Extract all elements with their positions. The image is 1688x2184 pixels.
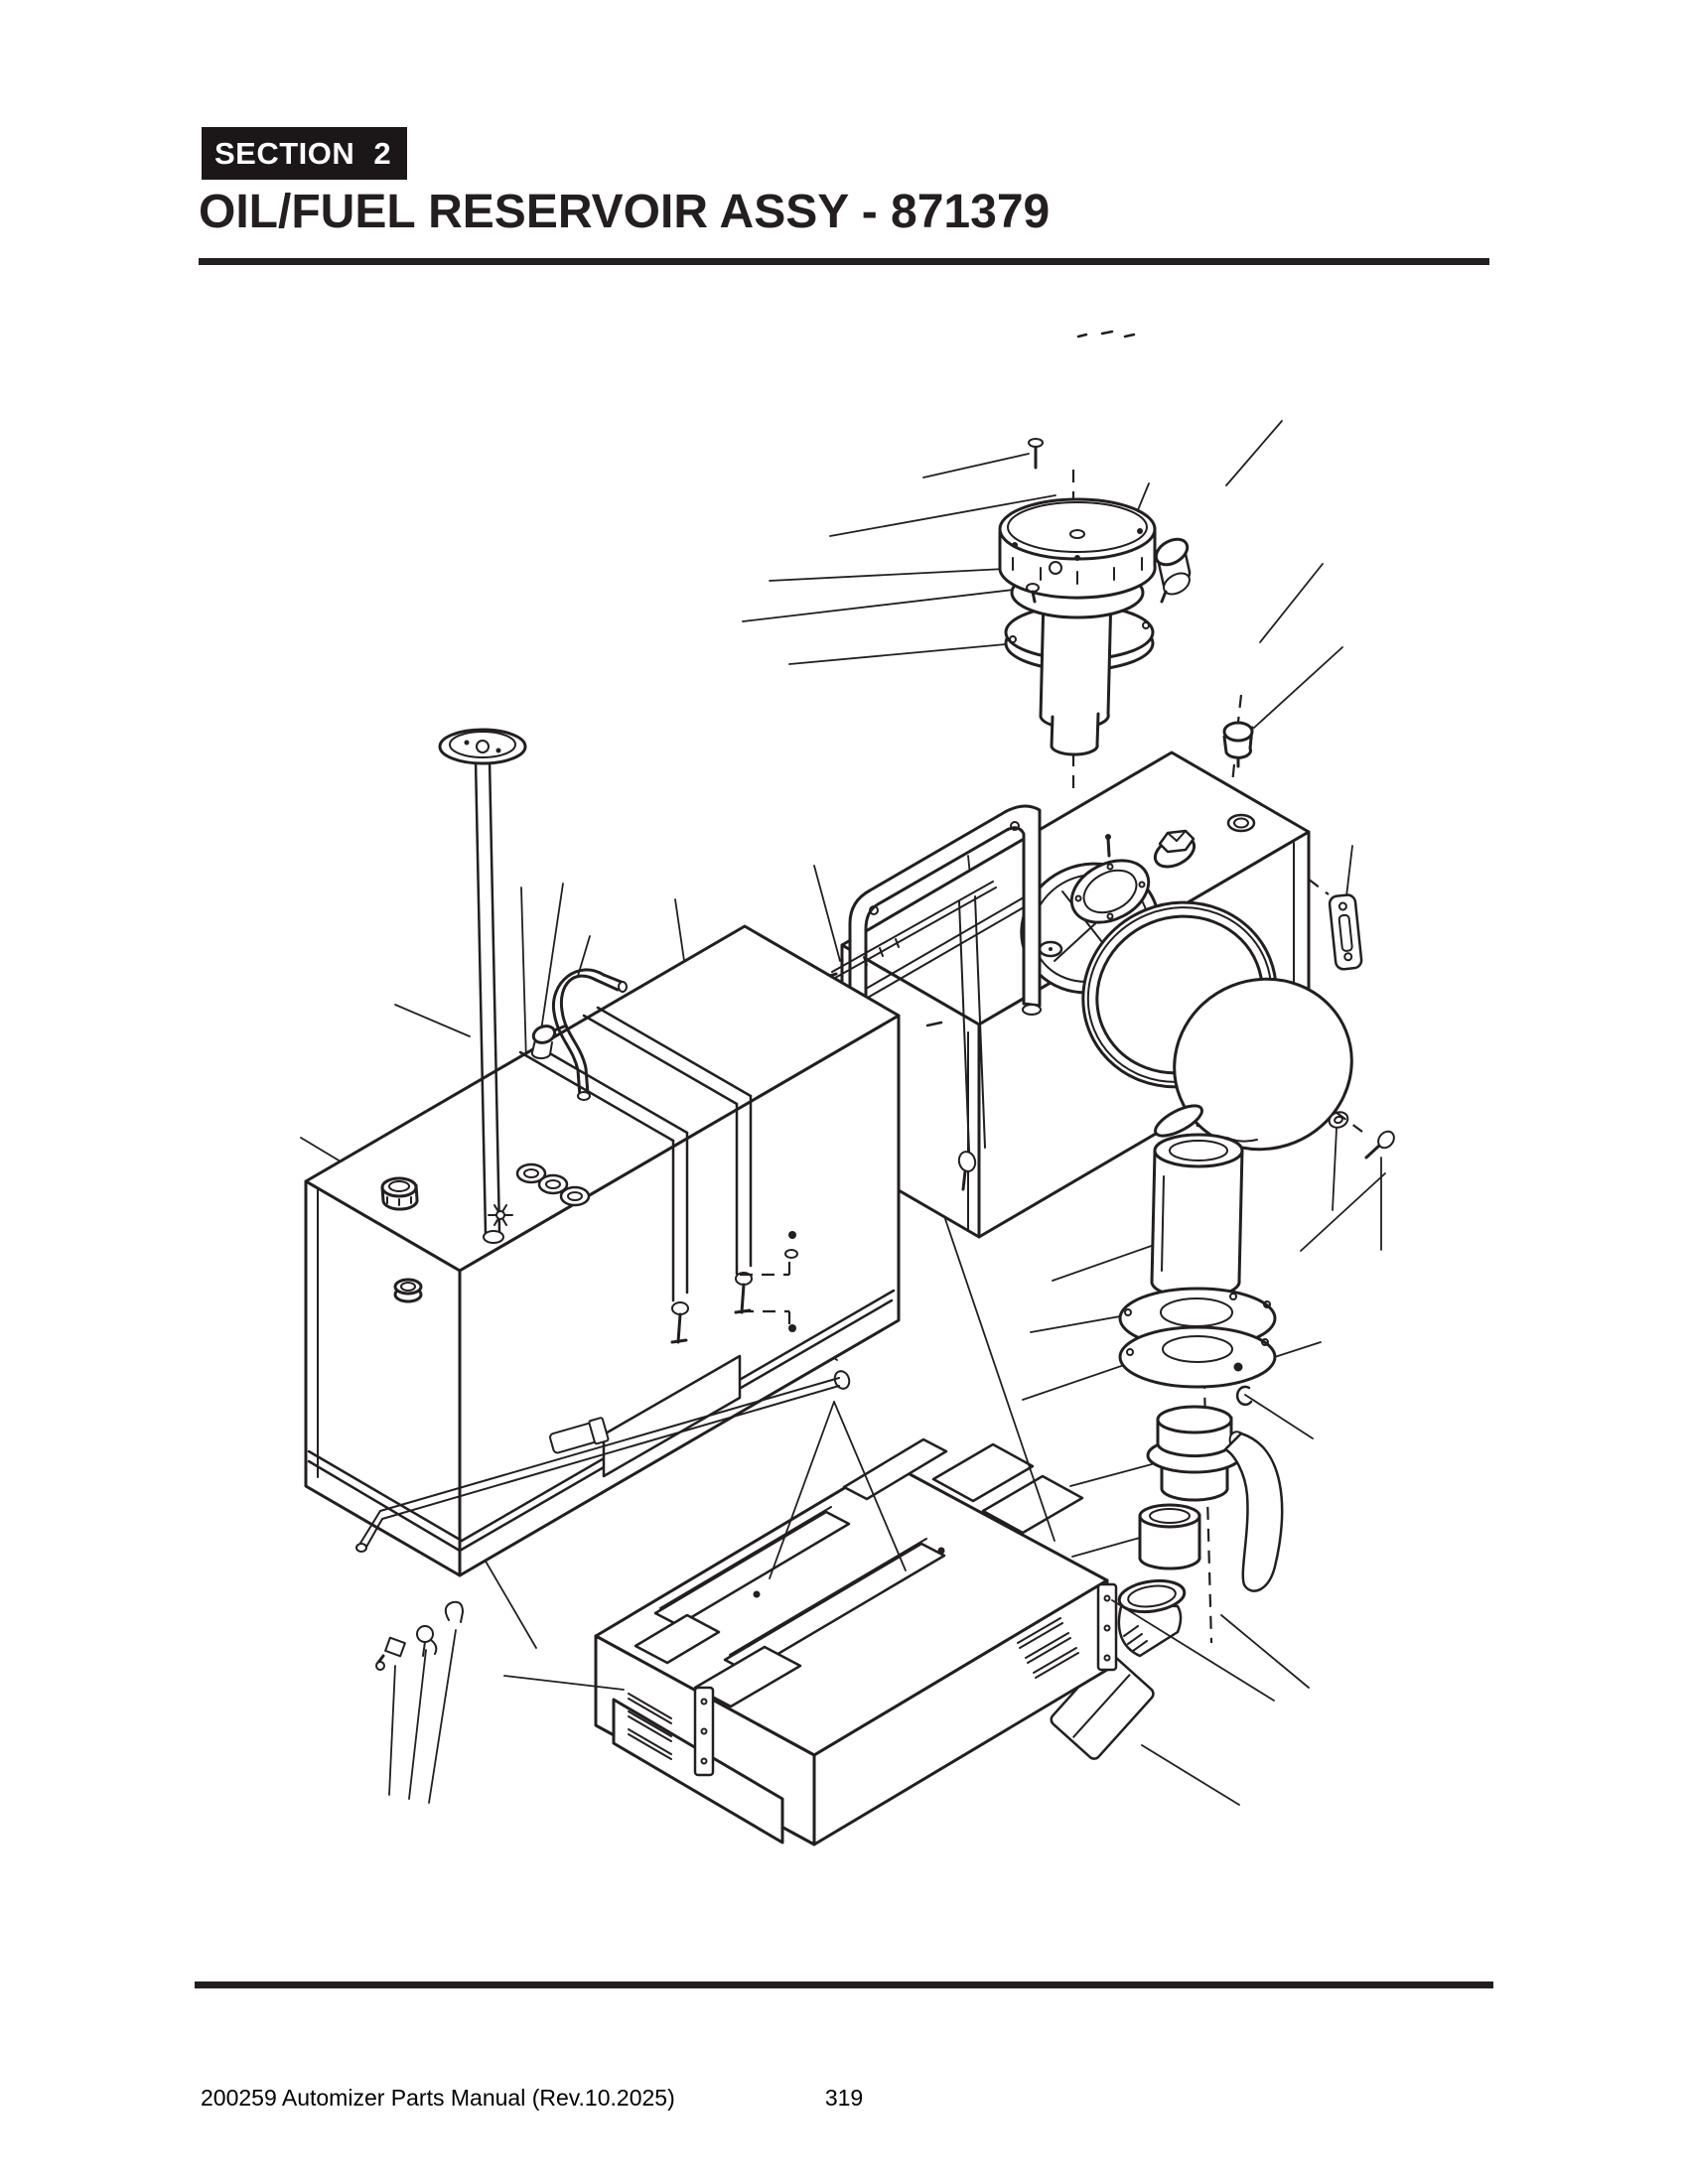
elbow-fitting (1117, 1578, 1187, 1658)
oil-tank (304, 728, 901, 1671)
mounting-tray (594, 1437, 1118, 1846)
fuel-line (355, 1370, 851, 1553)
vent-fitting (1222, 721, 1254, 768)
title-rule (199, 258, 1489, 265)
filler-domes (515, 1162, 591, 1207)
hold-down-straps (518, 1006, 753, 1302)
suction-assembly (1050, 1104, 1284, 1760)
filler-cap (998, 497, 1157, 619)
vent-elbow (530, 1024, 566, 1060)
footer-page-number: 319 (824, 2085, 864, 2111)
suction-tube (1150, 1133, 1244, 1299)
breather-cap (380, 1176, 419, 1211)
footer-doc-info: 200259 Automizer Parts Manual (Rev.10.20… (201, 2085, 675, 2111)
dipstick-boss-mark (488, 1204, 513, 1226)
tray-slots (628, 1617, 1079, 1760)
lock-washer (1026, 561, 1062, 604)
filler-screw (1028, 438, 1044, 470)
hold-down-frame (848, 804, 1042, 1191)
cam-lock (1154, 537, 1192, 604)
set-screw (1233, 1362, 1243, 1372)
retaining-clip (1235, 1385, 1253, 1407)
dipstick-cap (438, 728, 527, 765)
flange-lower (1118, 1325, 1277, 1389)
foam-pads (633, 1437, 1084, 1708)
mounting-clips (375, 1600, 464, 1671)
spacer-sleeve (1138, 1503, 1201, 1570)
dipstick (474, 757, 504, 1244)
breather-port (393, 1278, 423, 1303)
tank-outlet-ring (1154, 1104, 1203, 1138)
strap-bolts (670, 1231, 798, 1344)
page-title: OIL/FUEL RESERVOIR ASSY - 871379 (199, 186, 1051, 238)
manhole-cover (1173, 977, 1353, 1152)
section-label: SECTION 2 (214, 135, 392, 171)
sight-plate (602, 1354, 742, 1478)
oil-tank-body (304, 924, 901, 1577)
hex-screw (1364, 1130, 1395, 1160)
drain-hose (551, 968, 628, 1101)
hex-plug (1153, 829, 1196, 869)
tank-filler-ring (1069, 834, 1151, 924)
section-badge: SECTION 2 (202, 127, 408, 180)
footer-rule (195, 1981, 1493, 1988)
top-marks (1076, 330, 1136, 339)
valve-handle (1223, 1432, 1284, 1592)
dash-mark (925, 1021, 943, 1027)
latch-plate (1328, 893, 1363, 971)
filler-cap-assembly (998, 438, 1254, 768)
tray-leader-lines (503, 1111, 1363, 1702)
tray-brackets (693, 1582, 1118, 1777)
